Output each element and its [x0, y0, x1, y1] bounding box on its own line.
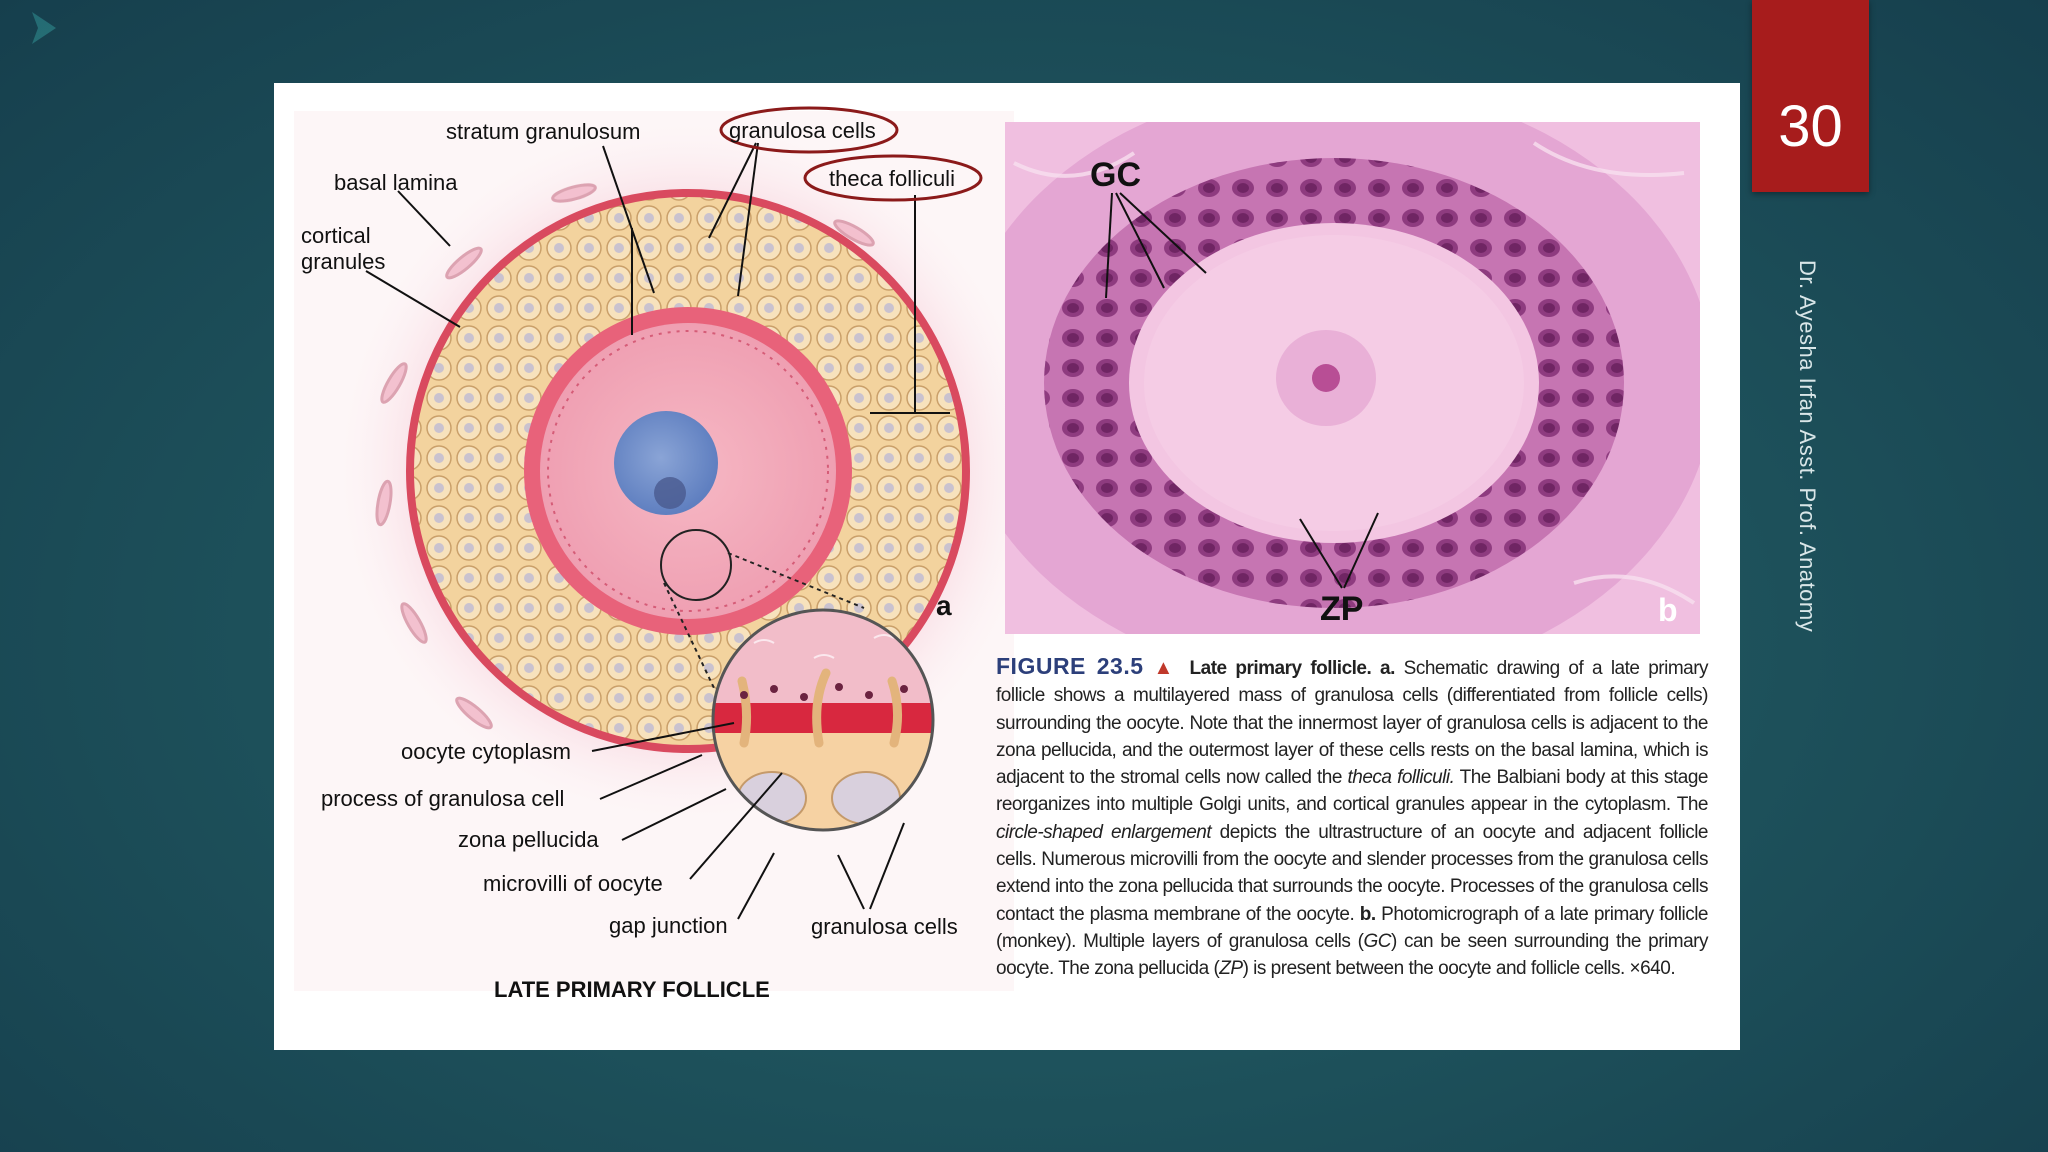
label-stratum-granulosum: stratum granulosum: [446, 119, 640, 144]
label-process-of-granulosa-cell: process of granulosa cell: [321, 786, 564, 811]
label-theca-folliculi: theca folliculi: [829, 166, 955, 191]
oocyte-nucleus: [614, 411, 718, 515]
label-cortical-granules-2: granules: [301, 249, 385, 274]
caption-text-2: The Balbiani body at this stage reorgani…: [996, 767, 1709, 816]
label-microvilli-of-oocyte: microvilli of oocyte: [483, 871, 663, 896]
drawing-title: LATE PRIMARY FOLLICLE: [494, 977, 770, 1002]
caption-text-6: ) is present between the oocyte and foll…: [1242, 958, 1676, 980]
caption-marker-icon: ▲: [1149, 657, 1178, 679]
label-oocyte-cytoplasm: oocyte cytoplasm: [401, 739, 571, 764]
caption-text-5: ) can be seen surrounding the primary oo…: [996, 930, 1709, 980]
magnified-ultrastructure: [711, 608, 935, 832]
caption-text-3: depicts the ultrastructure of an oocyte …: [996, 821, 1709, 925]
micrograph-leaders: [1105, 192, 1379, 589]
follicle-drawing: stratum granulosum granulosa cells theca…: [294, 106, 1038, 1002]
label-gc: GC: [1090, 156, 1141, 194]
caption-text-1: Schematic drawing of a late primary foll…: [996, 658, 1709, 789]
highlight-granulosa-cells: [719, 106, 899, 154]
caption-part-b: b.: [1359, 903, 1376, 925]
caption-text-4: Photomicrograph of a late primary follic…: [996, 903, 1709, 952]
caption-italic-gc: GC: [1363, 930, 1391, 952]
figure-caption: FIGURE 23.5▲ Late primary follicle. a. S…: [996, 653, 1709, 983]
caption-italic-2: circle-shaped enlargement: [996, 821, 1212, 843]
slide-number: 30: [1778, 94, 1843, 159]
enlargement-marker: [660, 529, 732, 601]
leader-lines: [365, 142, 950, 920]
label-cortical-granules-1: cortical: [301, 223, 371, 248]
micrograph: GC ZP b: [1005, 122, 1700, 634]
figure-panel: stratum granulosum granulosa cells theca…: [274, 83, 1740, 1050]
cortical-granules: [547, 330, 829, 612]
figure-graphics: stratum granulosum granulosa cells theca…: [294, 106, 1700, 1002]
caption-italic-zp: ZP: [1219, 958, 1243, 980]
caption-title: Late primary follicle.: [1189, 658, 1372, 679]
highlight-theca-folliculi: [803, 154, 983, 202]
panel-letter-b: b: [1658, 592, 1678, 628]
caption-italic-1: theca folliculi.: [1347, 767, 1455, 789]
label-gap-junction: gap junction: [609, 913, 728, 938]
label-zp: ZP: [1320, 590, 1363, 628]
caption-part-a: a.: [1380, 658, 1395, 679]
author-credit: Dr. Ayesha Irfan Asst. Prof. Anatomy: [1795, 260, 1820, 633]
panel-letter-a: a: [936, 590, 952, 621]
label-basal-lamina: basal lamina: [334, 170, 458, 195]
label-zona-pellucida: zona pellucida: [458, 827, 599, 852]
label-granulosa-cells-bottom: granulosa cells: [811, 914, 958, 939]
slide-number-badge: 30: [1752, 0, 1869, 192]
accent-arrow-icon: [32, 12, 56, 44]
caption-figure-number: FIGURE 23.5: [996, 653, 1144, 679]
label-granulosa-cells-top: granulosa cells: [729, 118, 876, 143]
